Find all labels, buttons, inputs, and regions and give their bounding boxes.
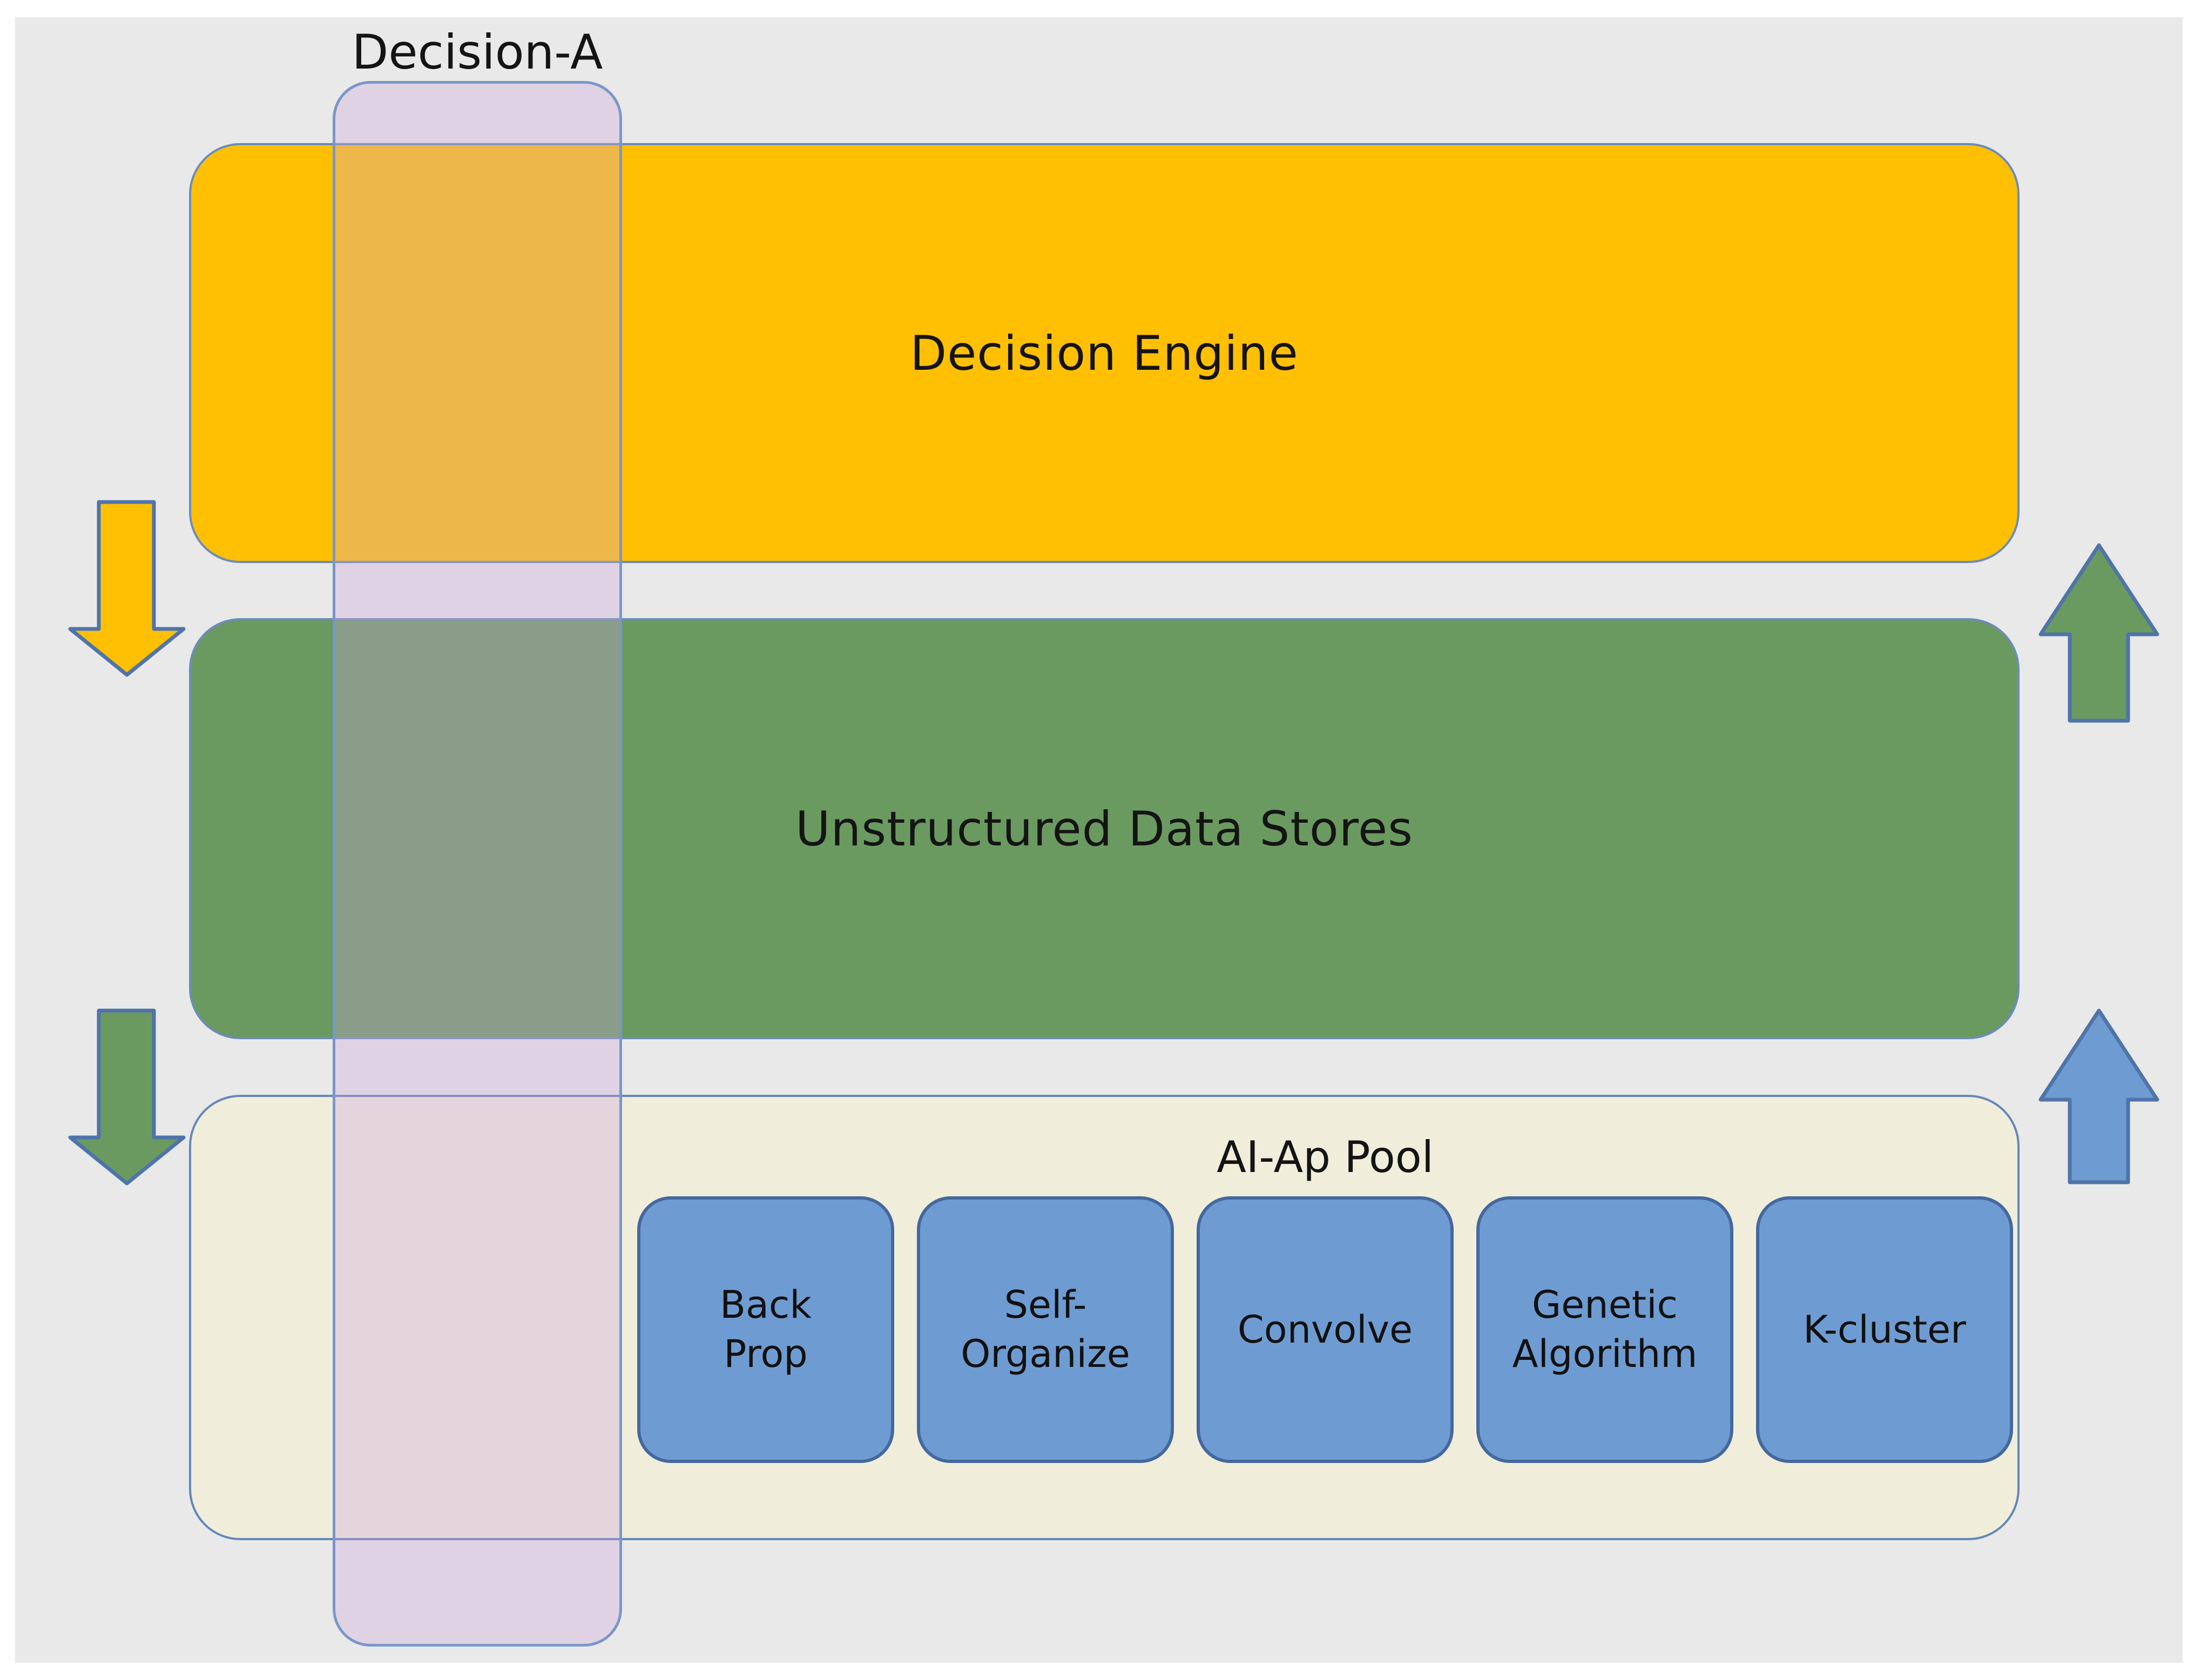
pool-item-k-cluster-label: K-cluster [1803,1307,1966,1352]
pool-item-genetic-algorithm-label: Genetic Algorithm [1512,1283,1698,1376]
pool-item-back-prop[interactable]: Back Prop [637,1196,894,1463]
pool-item-k-cluster[interactable]: K-cluster [1756,1196,2013,1463]
pool-item-back-prop-label: Back Prop [720,1283,812,1376]
pool-item-convolve-label: Convolve [1237,1307,1413,1352]
pool-item-genetic-algorithm[interactable]: Genetic Algorithm [1476,1196,1733,1463]
pool-item-self-organize[interactable]: Self- Organize [917,1196,1174,1463]
decision-engine-label: Decision Engine [910,325,1299,381]
pool-item-convolve[interactable]: Convolve [1197,1196,1454,1463]
unstructured-data-stores-label: Unstructured Data Stores [795,801,1413,857]
ai-ap-pool-label: AI-Ap Pool [1217,1132,1434,1182]
decision-engine-box[interactable]: Decision Engine [189,143,2020,563]
decision-a-column[interactable] [333,81,622,1647]
unstructured-data-stores-box[interactable]: Unstructured Data Stores [189,618,2020,1039]
decision-a-label: Decision-A [352,24,603,80]
pool-item-self-organize-label: Self- Organize [961,1283,1130,1376]
